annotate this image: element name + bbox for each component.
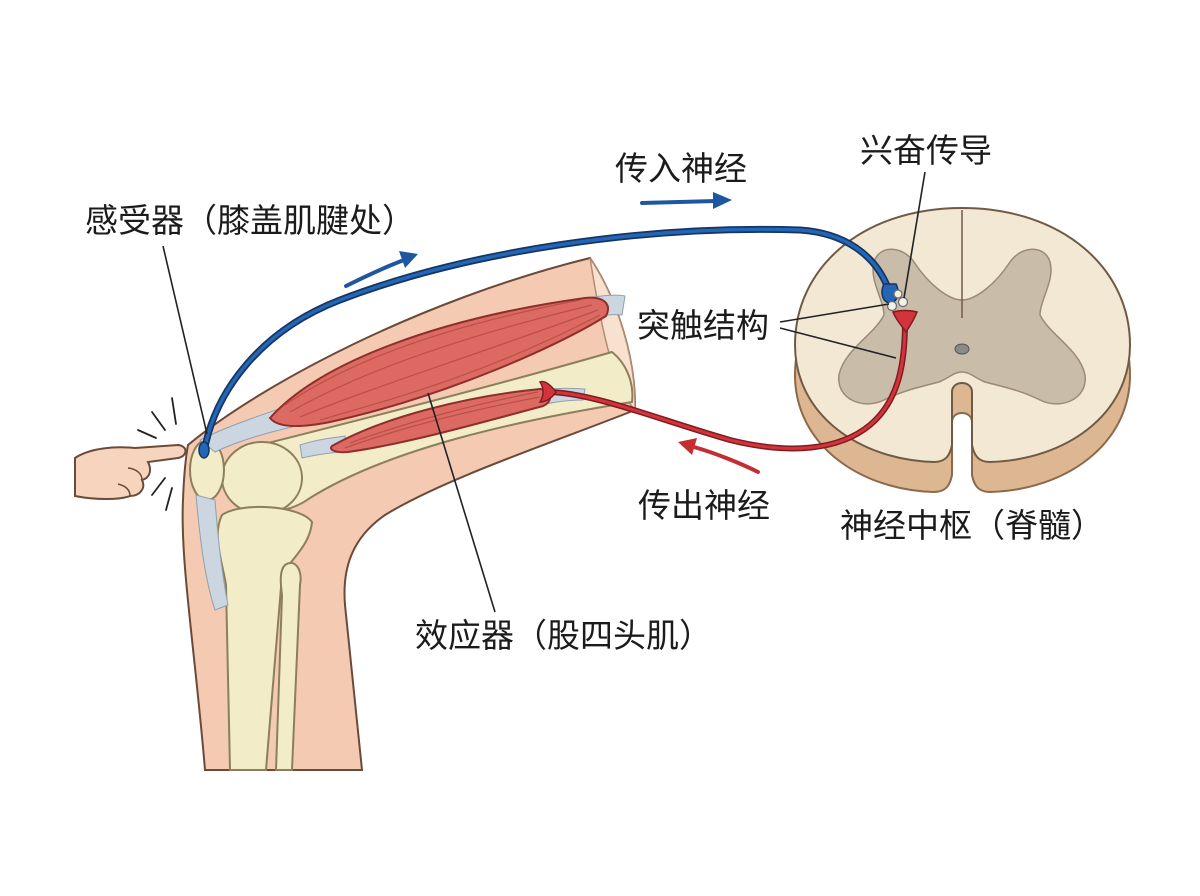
afferent-nerve-label: 传入神经 bbox=[615, 150, 747, 187]
synapse-structure bbox=[886, 289, 909, 312]
effector-label: 效应器（股四头肌） bbox=[415, 617, 712, 654]
impact-mark bbox=[151, 411, 166, 431]
lower-thigh-muscle bbox=[330, 387, 552, 454]
efferent-nerve bbox=[538, 309, 918, 452]
impact-marks bbox=[137, 397, 177, 511]
femur-condyle bbox=[221, 441, 303, 515]
afferent-direction-arrows bbox=[344, 192, 732, 288]
synapse-label: 突触结构 bbox=[637, 307, 769, 344]
efferent-direction-arrow bbox=[678, 438, 760, 474]
afferent-nerve bbox=[198, 225, 899, 459]
efferent-arrow bbox=[692, 445, 760, 474]
synapse-leader-line bbox=[779, 303, 890, 323]
hand-knuckle-line bbox=[127, 467, 143, 481]
efferent-nerve-fiber bbox=[550, 320, 907, 450]
hand-knuckle-line bbox=[117, 483, 131, 497]
synapse-leader-line bbox=[779, 327, 897, 359]
synapse-vesicle bbox=[897, 296, 909, 308]
central-canal bbox=[954, 343, 970, 355]
tapping-hand bbox=[74, 397, 187, 511]
nerve-center-label: 神经中枢（脊髓） bbox=[840, 507, 1104, 544]
muscle-fibers bbox=[284, 299, 601, 449]
afferent-arrow-2 bbox=[640, 199, 718, 205]
afferent-arrowhead-2 bbox=[713, 192, 732, 209]
motor-end-plate bbox=[538, 380, 557, 403]
synapse-vesicle bbox=[893, 289, 903, 299]
leg bbox=[181, 256, 637, 771]
leader-lines bbox=[162, 171, 926, 613]
spinal-cord-section bbox=[793, 206, 1132, 494]
fibula bbox=[274, 562, 302, 771]
muscle-fiber bbox=[289, 304, 593, 413]
impact-mark bbox=[171, 397, 177, 425]
impact-mark bbox=[137, 429, 157, 439]
synapse-vesicle bbox=[886, 300, 898, 312]
muscle-fiber bbox=[284, 299, 581, 406]
labels: 感受器（膝盖肌腱处） 传入神经 兴奋传导 突触结构 传出神经 神经中枢（脊髓） … bbox=[85, 132, 1104, 654]
conduction-label: 兴奋传导 bbox=[860, 132, 992, 169]
effector-leader-line bbox=[427, 392, 496, 613]
receptor-leader-line bbox=[162, 245, 208, 435]
impact-mark bbox=[151, 477, 166, 496]
receptor-ending bbox=[198, 441, 210, 459]
hand bbox=[74, 443, 187, 500]
muscle-fiber bbox=[349, 391, 539, 444]
efferent-nerve-label: 传出神经 bbox=[638, 487, 770, 524]
muscle-fiber bbox=[319, 314, 601, 421]
afferent-arrowhead-1 bbox=[399, 251, 418, 268]
patellar-tendon bbox=[195, 494, 229, 611]
muscle-fiber bbox=[299, 309, 599, 418]
receptor-label: 感受器（膝盖肌腱处） bbox=[85, 202, 415, 239]
quadriceps-muscle bbox=[268, 296, 609, 428]
impact-mark bbox=[165, 487, 173, 511]
afferent-arrow-1 bbox=[344, 258, 406, 288]
efferent-arrowhead bbox=[678, 438, 697, 455]
afferent-nerve-fiber bbox=[202, 227, 890, 454]
efferent-cell-body bbox=[892, 309, 918, 334]
conduction-leader-line bbox=[903, 171, 926, 299]
